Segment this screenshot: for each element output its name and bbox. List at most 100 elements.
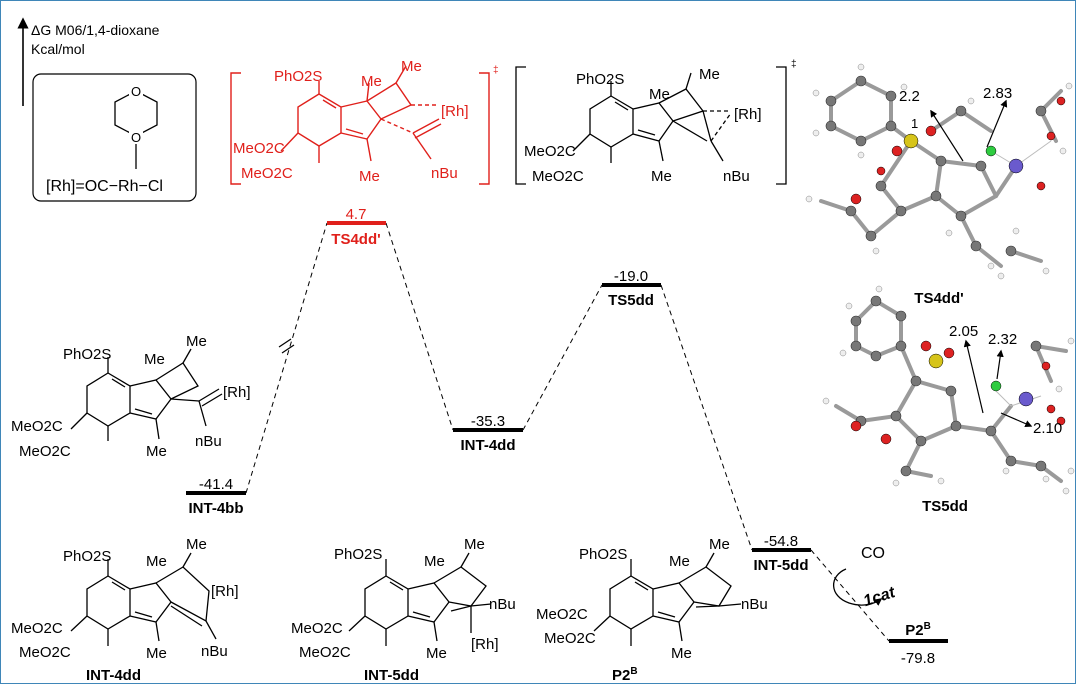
value-p2b: -79.8 xyxy=(901,650,935,667)
value-int-4bb: -41.4 xyxy=(199,476,233,493)
ts4-distance-arrow-1 xyxy=(930,109,964,162)
int-5dd-sulfone-label: PhO2S xyxy=(334,546,382,563)
p2b-ester2-label: MeO2C xyxy=(544,630,596,647)
int-5dd-labels: PhO2S Me Me [Rh] MeO2C MeO2C Me nBu INT-… xyxy=(291,536,516,683)
p2b-structure xyxy=(593,552,742,646)
value-int-4dd: -35.3 xyxy=(471,413,505,430)
ts5dd-labels: PhO2S Me Me [Rh] MeO2C MeO2C Me nBu ‡ xyxy=(524,59,797,185)
int-4bb-structure xyxy=(70,348,223,441)
ts4-ester1-label: MeO2C xyxy=(233,140,285,157)
int-5dd-structure xyxy=(348,552,492,646)
int-4bb-me3-label: Me xyxy=(146,443,167,460)
int-4dd-bu-label: nBu xyxy=(201,643,228,660)
ts5dd-3d-model: 2.05 2.32 2.10 xyxy=(822,285,1075,495)
dioxane-o-top: O xyxy=(131,84,141,99)
int-4dd-ester1-label: MeO2C xyxy=(11,620,63,637)
ts4dd-prime-labels: PhO2S Me Me [Rh] MeO2C MeO2C Me nBu ‡ xyxy=(233,58,499,185)
int-4dd-me1-label: Me xyxy=(146,553,167,570)
catalyst-label: 1cat xyxy=(861,584,897,610)
int-4dd-ester2-label: MeO2C xyxy=(19,644,71,661)
energy-axis: ΔG M06/1,4-dioxane Kcal/mol xyxy=(17,17,160,106)
value-ts5dd: -19.0 xyxy=(614,268,648,285)
p2b-ester1-label: MeO2C xyxy=(536,606,588,623)
ts5-me-bottom-label: Me xyxy=(651,168,672,185)
ts4-atom-label: 1 xyxy=(911,116,918,131)
int-5dd-name: INT-5dd xyxy=(364,667,419,683)
co-label: CO xyxy=(861,545,885,562)
ts4-sulfone-label: PhO2S xyxy=(274,68,322,85)
ts5-me-top-label: Me xyxy=(649,86,670,103)
int-4bb-ester1-label: MeO2C xyxy=(11,418,63,435)
p2b-bu-label: nBu xyxy=(741,596,768,613)
dioxane-o-bottom: O xyxy=(131,130,141,145)
value-int-5dd: -54.8 xyxy=(764,533,798,550)
int-5dd-me1-label: Me xyxy=(424,553,445,570)
ts5-bracket-right xyxy=(776,66,787,185)
p2b-me2-label: Me xyxy=(709,536,730,553)
ts4-bracket-right xyxy=(479,72,490,185)
int-4bb-bu-label: nBu xyxy=(195,433,222,450)
ts5dd-3d-caption: TS5dd xyxy=(922,498,968,515)
name-ts5dd: TS5dd xyxy=(608,292,654,309)
axis-break xyxy=(278,338,295,354)
value-ts4dd-prime: 4.7 xyxy=(346,206,367,223)
connector-int4dd-ts5 xyxy=(522,284,603,431)
ts4-bu-label: nBu xyxy=(431,165,458,182)
p2b-sulfone-label: PhO2S xyxy=(579,546,627,563)
ts4dd-prime-3d-model: 2.2 2.83 1 xyxy=(805,63,1073,280)
int-4dd-labels: PhO2S Me Me [Rh] MeO2C MeO2C Me nBu INT-… xyxy=(11,536,239,683)
ts5-distance-1: 2.05 xyxy=(949,323,978,340)
energy-profile: -41.4 4.7 -35.3 -19.0 -54.8 -79.8 INT-4b… xyxy=(186,206,948,667)
ts5-distance-arrow-3 xyxy=(1000,412,1033,428)
name-p2b: P2B xyxy=(905,621,931,639)
ts5-ester2-label: MeO2C xyxy=(532,168,584,185)
rh-legend-box: O O [Rh]=OC−Rh−Cl xyxy=(32,73,197,202)
legend-frame xyxy=(32,73,197,202)
connector-int5dd-p2b xyxy=(810,549,890,642)
ts5-sulfone-label: PhO2S xyxy=(576,71,624,88)
int-4bb-sulfone-label: PhO2S xyxy=(63,346,111,363)
name-int-4bb: INT-4bb xyxy=(189,500,244,517)
ts5dd-structure xyxy=(515,66,787,185)
int-4dd-structure xyxy=(70,552,217,646)
ts4dd-prime-structure xyxy=(230,65,490,185)
int-5dd-bu-label: nBu xyxy=(489,596,516,613)
int-5dd-me3-label: Me xyxy=(426,645,447,662)
ts4-ester2-label: MeO2C xyxy=(241,165,293,182)
int-4bb-me1-label: Me xyxy=(144,351,165,368)
rh-definition: [Rh]=OC−Rh−Cl xyxy=(46,178,163,195)
ts5-distance-arrow-2 xyxy=(996,349,1004,380)
ts5-rh-label: [Rh] xyxy=(734,106,762,123)
int-5dd-me2-label: Me xyxy=(464,536,485,553)
ts4-me-gem-label: Me xyxy=(401,58,422,75)
int-4dd-name: INT-4dd xyxy=(86,667,141,683)
ts4-distance-2: 2.83 xyxy=(983,85,1012,102)
energy-axis-label: ΔG M06/1,4-dioxane xyxy=(31,22,160,38)
int-4bb-me2-label: Me xyxy=(186,333,207,350)
int-4bb-labels: PhO2S Me Me [Rh] MeO2C MeO2C Me nBu xyxy=(11,333,251,460)
ts4-six-ring xyxy=(297,93,342,147)
int-5dd-ester2-label: MeO2C xyxy=(299,644,351,661)
name-ts4dd-prime: TS4dd' xyxy=(331,231,380,248)
ts5-bu-label: nBu xyxy=(723,168,750,185)
ts4-rh-label: [Rh] xyxy=(441,103,469,120)
p2b-labels: PhO2S Me Me MeO2C MeO2C Me nBu P2B xyxy=(536,536,768,683)
int-4dd-me3-label: Me xyxy=(146,645,167,662)
ts4-me-top-label: Me xyxy=(361,73,382,90)
ts5-me-gem-label: Me xyxy=(699,66,720,83)
ts4dd-prime-3d-caption: TS4dd' xyxy=(914,290,963,307)
co-release: CO 1cat xyxy=(832,545,898,610)
int-4bb-rh-label: [Rh] xyxy=(223,384,251,401)
int-4bb-ester2-label: MeO2C xyxy=(19,443,71,460)
ts5-distance-3: 2.10 xyxy=(1033,420,1062,437)
ts4-dagger: ‡ xyxy=(493,65,499,76)
connector-ts4-int4dd xyxy=(385,222,454,431)
p2b-name: P2B xyxy=(612,666,638,683)
ts4-bracket-left xyxy=(230,72,241,185)
name-int-4dd: INT-4dd xyxy=(461,437,516,454)
ts4-distance-arrow-2 xyxy=(986,99,1008,148)
int-5dd-rh-label: [Rh] xyxy=(471,636,499,653)
connector-int4bb-ts4 xyxy=(245,222,328,494)
ts5-bracket-left xyxy=(515,66,526,185)
